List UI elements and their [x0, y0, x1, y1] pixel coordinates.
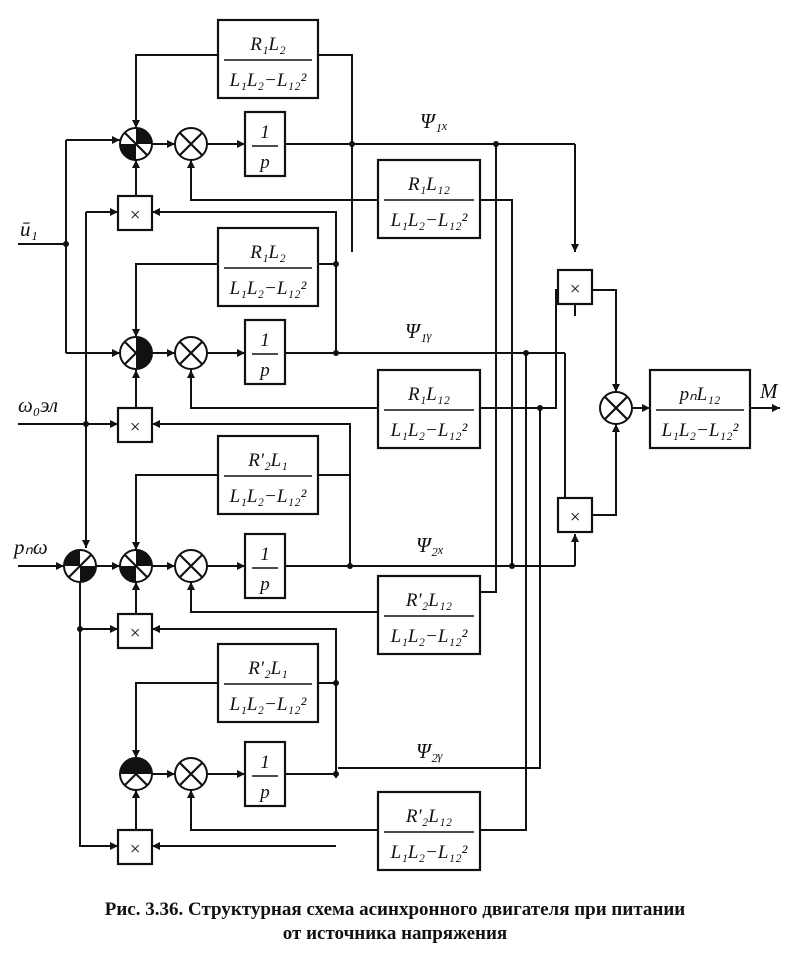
block-denominator: L₁L₂−L₁₂² [661, 420, 739, 441]
multiplier-1: × [116, 194, 154, 232]
block-r2l12-third: R′₂L₁₂ L₁L₂−L₁₂² [376, 574, 482, 656]
block-numerator: R₁L₂ [249, 242, 286, 263]
block-integrator-3: 1 p [243, 532, 287, 600]
block-denominator: L₁L₂−L₁₂² [390, 420, 468, 441]
block-denominator: L₁L₂−L₁₂² [229, 278, 307, 299]
block-integrator-2: 1 p [243, 318, 287, 386]
block-numerator: R′₂L₁₂ [405, 806, 453, 827]
block-r2l1-fourth: R′₂L₁ L₁L₂−L₁₂² [216, 642, 320, 724]
multiplier-4: × [116, 828, 154, 866]
integrator-denominator: p [258, 574, 270, 595]
block-r1l12-top: R₁L₁₂ L₁L₂−L₁₂² [376, 158, 482, 240]
block-denominator: L₁L₂−L₁₂² [390, 626, 468, 647]
label-psi1x: Ψ₁ₓ [420, 109, 448, 133]
figure-caption: Рис. 3.36. Структурная схема асинхронног… [0, 898, 790, 946]
block-diagram: R₁L₂ L₁L₂−L₁₂² 1 p R₁L₁₂ L₁L₂−L₁₂² R₁L₂ … [12, 18, 780, 872]
sum-junction-4b [174, 757, 208, 791]
integrator-denominator: p [258, 152, 270, 173]
block-r1l12-second: R₁L₁₂ L₁L₂−L₁₂² [376, 368, 482, 450]
caption-line-1: Рис. 3.36. Структурная схема асинхронног… [104, 899, 686, 920]
label-pn-omega: pₙω [12, 535, 48, 559]
block-numerator: R′₂L₁ [247, 658, 288, 679]
label-torque-m: M [759, 379, 779, 403]
caption-line-2: от источника напряжения [282, 923, 508, 944]
block-denominator: L₁L₂−L₁₂² [390, 210, 468, 231]
block-numerator: R₁L₁₂ [407, 174, 450, 195]
chain-psi2y [132, 680, 378, 850]
sum-junction-3b [174, 549, 208, 583]
multiply-sign: × [569, 507, 582, 528]
label-psi1y: Ψ₁ᵧ [405, 319, 432, 343]
input-wiring [18, 136, 120, 850]
block-numerator: pₙL₁₂ [678, 384, 721, 405]
integrator-numerator: 1 [260, 752, 270, 773]
sum-junction-3a [119, 549, 153, 583]
multiply-sign: × [129, 839, 142, 860]
label-omega-el: ω₀эл [18, 393, 58, 417]
sum-junction-speed [63, 549, 97, 583]
integrator-numerator: 1 [260, 544, 270, 565]
block-denominator: L₁L₂−L₁₂² [229, 486, 307, 507]
block-r1l2-second: R₁L₂ L₁L₂−L₁₂² [216, 226, 320, 308]
sum-junction-2a [119, 336, 153, 370]
multiplier-2: × [116, 406, 154, 444]
multiplier-torque-2: × [556, 496, 594, 534]
multiply-sign: × [129, 205, 142, 226]
block-r1l2-top: R₁L₂ L₁L₂−L₁₂² [216, 18, 320, 100]
multiply-sign: × [129, 417, 142, 438]
integrator-denominator: p [258, 360, 270, 381]
chain-psi2x [132, 474, 575, 778]
block-numerator: R′₂L₁₂ [405, 590, 453, 611]
block-r2l1-third: R′₂L₁ L₁L₂−L₁₂² [216, 434, 320, 516]
block-numerator: R₁L₁₂ [407, 384, 450, 405]
multiplier-3: × [116, 612, 154, 650]
block-integrator-1: 1 p [243, 110, 287, 178]
block-numerator: R₁L₂ [249, 34, 286, 55]
sum-junction-1b [174, 127, 208, 161]
integrator-numerator: 1 [260, 330, 270, 351]
block-denominator: L₁L₂−L₁₂² [229, 694, 307, 715]
sum-junction-2b [174, 336, 208, 370]
block-denominator: L₁L₂−L₁₂² [390, 842, 468, 863]
sum-junction-4a [119, 757, 153, 791]
sum-junction-1a [119, 127, 153, 161]
integrator-numerator: 1 [260, 122, 270, 143]
block-r2l12-fourth: R′₂L₁₂ L₁L₂−L₁₂² [376, 790, 482, 872]
label-psi2x: Ψ₂ₓ [416, 533, 444, 557]
multiply-sign: × [129, 623, 142, 644]
block-output-gain: pₙL₁₂ L₁L₂−L₁₂² [648, 368, 752, 450]
block-numerator: R′₂L₁ [247, 450, 288, 471]
label-u1: ū₁ [20, 217, 38, 241]
sum-junction-torque [599, 391, 633, 425]
block-denominator: L₁L₂−L₁₂² [229, 70, 307, 91]
multiplier-torque-1: × [556, 268, 594, 306]
multiply-sign: × [569, 279, 582, 300]
integrator-denominator: p [258, 782, 270, 803]
block-integrator-4: 1 p [243, 740, 287, 808]
label-psi2y: Ψ₂ᵧ [416, 739, 443, 763]
